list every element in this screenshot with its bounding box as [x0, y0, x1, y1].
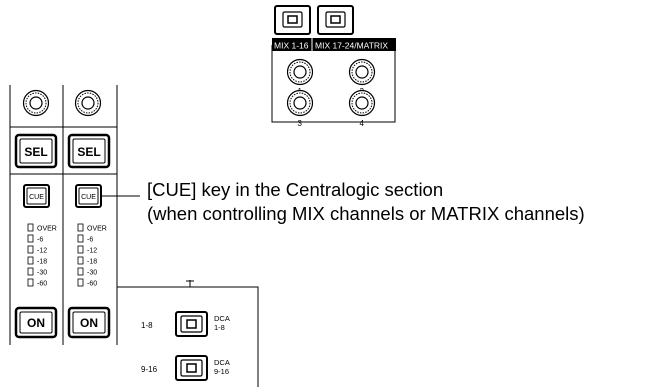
dca-1-8-right-bottom-label: 1-8	[214, 323, 225, 332]
callout-line-2: (when controlling MIX channels or MATRIX…	[147, 203, 585, 224]
channel-2-meter-label: -18	[87, 259, 97, 266]
channel-1-meter-label: -18	[37, 259, 47, 266]
channel-strip-2: SEL CUE OVER -6 -12 -18 -30 -60	[67, 89, 111, 339]
channel-2-meter-label: -12	[87, 248, 97, 255]
channel-2-meter-label: -60	[87, 281, 97, 288]
channel-2-sel-key[interactable]: SEL	[67, 133, 111, 169]
channel-1-cue-key[interactable]: CUE	[23, 184, 50, 208]
mix-keys-section: MIX 1-16 MIX 17-24/MATRIX 1 2 3 4	[271, 5, 396, 128]
channel-1-sel-key[interactable]: SEL	[14, 133, 58, 169]
channel-2-meter: OVER -6 -12 -18 -30 -60	[77, 223, 107, 288]
channel-1-meter-label: -60	[37, 281, 47, 288]
dca-9-16-left-label: 9-16	[141, 365, 158, 374]
channel-2-meter-label: -30	[87, 270, 97, 277]
channel-2-sel-label: SEL	[77, 145, 100, 159]
channel-2-on-key[interactable]: ON	[67, 306, 111, 339]
cue-key-callout: [CUE] key in the Centralogic section (wh…	[147, 178, 585, 226]
dca-section: 1-8 DCA 1-8 9-16 DCA 9-16	[117, 280, 259, 387]
channel-1-on-label: ON	[27, 316, 45, 330]
channel-2-meter-label: -6	[87, 237, 93, 244]
channel-1-meter: OVER -6 -12 -18 -30 -60	[27, 223, 57, 288]
channel-2-knob[interactable]	[74, 89, 102, 117]
channel-1-meter-label: OVER	[37, 226, 57, 233]
dca-1-8-right-top-label: DCA	[214, 314, 230, 323]
knob-4-label: 4	[360, 119, 365, 128]
channel-2-cue-label: CUE	[81, 194, 96, 201]
mix-1-16-key[interactable]	[274, 5, 311, 35]
mix-17-24-matrix-label: MIX 17-24/MATRIX	[315, 41, 388, 51]
channel-1-sel-label: SEL	[24, 145, 47, 159]
channel-2-on-label: ON	[80, 316, 98, 330]
channel-1-knob[interactable]	[22, 89, 50, 117]
channel-1-meter-label: -6	[37, 237, 43, 244]
knob-4[interactable]	[348, 89, 376, 117]
channel-strips: SEL CUE OVER -6 -12 -18 -30 -60	[9, 85, 140, 345]
knob-2[interactable]	[348, 58, 376, 86]
dca-1-8-left-label: 1-8	[141, 321, 153, 330]
channel-2-meter-label: OVER	[87, 226, 107, 233]
channel-1-meter-label: -12	[37, 248, 47, 255]
dca-9-16-right-top-label: DCA	[214, 358, 230, 367]
mix-1-16-label: MIX 1-16	[274, 41, 309, 51]
callout-line-1: [CUE] key in the Centralogic section	[147, 179, 444, 200]
channel-2-cue-key[interactable]: CUE	[75, 184, 102, 208]
mix-17-24-matrix-key[interactable]	[317, 5, 354, 35]
dca-9-16-key[interactable]	[175, 355, 208, 381]
dca-9-16-right-bottom-label: 9-16	[214, 367, 229, 376]
knob-3-label: 3	[298, 119, 303, 128]
knob-3[interactable]	[286, 89, 314, 117]
dca-1-8-key[interactable]	[175, 311, 208, 337]
channel-1-meter-label: -30	[37, 270, 47, 277]
channel-strip-1: SEL CUE OVER -6 -12 -18 -30 -60	[14, 89, 58, 339]
channel-1-cue-label: CUE	[29, 194, 44, 201]
knob-1[interactable]	[286, 58, 314, 86]
channel-1-on-key[interactable]: ON	[14, 306, 58, 339]
